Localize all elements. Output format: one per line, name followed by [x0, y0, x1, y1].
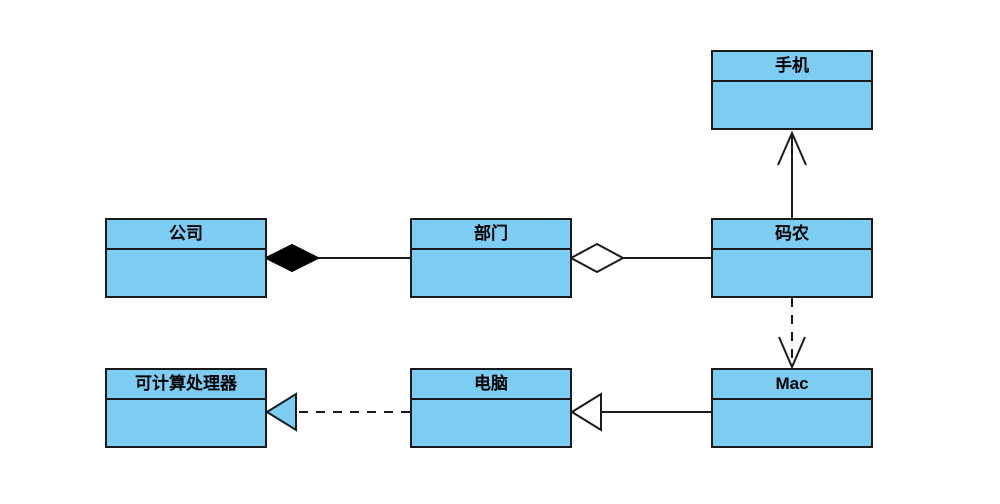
class-box-processor[interactable]: 可计算处理器 [105, 368, 267, 448]
relation-composition-company-department[interactable] [263, 243, 410, 273]
class-box-mac[interactable]: Mac [711, 368, 873, 448]
class-name-computer: 电脑 [412, 370, 570, 400]
class-name-processor: 可计算处理器 [107, 370, 265, 400]
class-name-department: 部门 [412, 220, 570, 250]
hollow-triangle-marker [265, 392, 297, 432]
relation-aggregation-department-coder[interactable] [568, 242, 711, 274]
class-box-department[interactable]: 部门 [410, 218, 572, 298]
relation-association-coder-phone[interactable] [777, 130, 807, 218]
class-box-company[interactable]: 公司 [105, 218, 267, 298]
relation-generalization-mac-computer[interactable] [570, 392, 711, 432]
relation-dependency-coder-mac[interactable] [778, 298, 806, 370]
class-attributes-company [107, 250, 265, 296]
class-attributes-processor [107, 400, 265, 446]
class-attributes-computer [412, 400, 570, 446]
class-name-coder: 码农 [713, 220, 871, 250]
class-attributes-mac [713, 400, 871, 446]
class-attributes-coder [713, 250, 871, 296]
class-attributes-department [412, 250, 570, 296]
class-name-mac: Mac [713, 370, 871, 400]
class-name-phone: 手机 [713, 52, 871, 82]
filled-diamond-marker [263, 243, 321, 273]
class-attributes-phone [713, 82, 871, 128]
hollow-triangle-marker [570, 392, 602, 432]
class-name-company: 公司 [107, 220, 265, 250]
class-box-computer[interactable]: 电脑 [410, 368, 572, 448]
relation-realization-computer-processor[interactable] [265, 392, 410, 432]
class-box-coder[interactable]: 码农 [711, 218, 873, 298]
open-arrow-marker [777, 130, 807, 166]
hollow-diamond-marker [568, 242, 626, 274]
open-arrow-marker [778, 336, 806, 370]
class-box-phone[interactable]: 手机 [711, 50, 873, 130]
